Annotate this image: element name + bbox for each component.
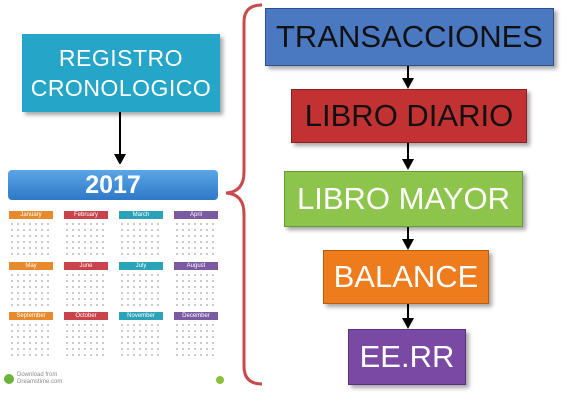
arrow-diario-to-mayor (402, 143, 414, 170)
calendar-month: March (119, 211, 163, 261)
registro-cronologico-box: REGISTRO CRONOLOGICO (22, 34, 220, 112)
calendar-month: July (119, 262, 163, 312)
calendar-month: May (9, 262, 53, 312)
calendar-month-label: January (9, 211, 53, 219)
calendar-month-days (119, 272, 163, 310)
calendar-month-days (64, 221, 108, 259)
box-libro-diario: LIBRO DIARIO (291, 89, 527, 143)
calendar-month-label: July (119, 262, 163, 270)
footer-line-1: Download from (17, 372, 58, 378)
calendar-month: April (174, 211, 218, 261)
curly-bracket (225, 3, 263, 386)
calendar-month-label: May (9, 262, 53, 270)
dreamstime-logo-icon (4, 374, 14, 384)
calendar-month-label: March (119, 211, 163, 219)
calendar-month-days (64, 322, 108, 360)
calendar-month-label: November (119, 312, 163, 320)
calendar-month: September (9, 312, 53, 362)
calendar-month-days (119, 322, 163, 360)
arrow-transacciones-to-diario (402, 66, 414, 89)
arrow-balance-to-eerr (402, 304, 414, 329)
registro-line-2: CRONOLOGICO (30, 75, 212, 101)
calendar-month: October (64, 312, 108, 362)
box-transacciones: TRANSACCIONES (265, 8, 554, 66)
calendar-month: February (64, 211, 108, 261)
calendar-month: January (9, 211, 53, 261)
calendar-month: June (64, 262, 108, 312)
calendar-year-banner: 2017 (8, 170, 218, 200)
box-libro-mayor: LIBRO MAYOR (284, 171, 523, 227)
calendar-month: December (174, 312, 218, 362)
arrow-registro-to-calendar (114, 112, 126, 165)
registro-line-1: REGISTRO (58, 45, 184, 71)
calendar-month-label: June (64, 262, 108, 270)
calendar-month-label: February (64, 211, 108, 219)
footer-line-2: Dreamstime.com (17, 379, 63, 385)
calendar-month-days (174, 272, 218, 310)
calendar-month-days (174, 221, 218, 259)
calendar-month-days (9, 322, 53, 360)
calendar-month: August (174, 262, 218, 312)
calendar-footer: Download from Dreamstime.com (4, 372, 224, 388)
watermark-dot-icon (216, 376, 224, 384)
calendar-month-label: September (9, 312, 53, 320)
arrow-mayor-to-balance (402, 227, 414, 250)
box-eerr: EE.RR (348, 329, 466, 385)
calendar-month-label: October (64, 312, 108, 320)
calendar-month: November (119, 312, 163, 362)
calendar-month-days (174, 322, 218, 360)
calendar-month-label: August (174, 262, 218, 270)
box-balance: BALANCE (323, 250, 489, 304)
calendar-month-label: December (174, 312, 218, 320)
calendar-month-days (64, 272, 108, 310)
calendar-month-days (9, 221, 53, 259)
calendar-month-days (119, 221, 163, 259)
calendar-month-days (9, 272, 53, 310)
calendar-month-label: April (174, 211, 218, 219)
